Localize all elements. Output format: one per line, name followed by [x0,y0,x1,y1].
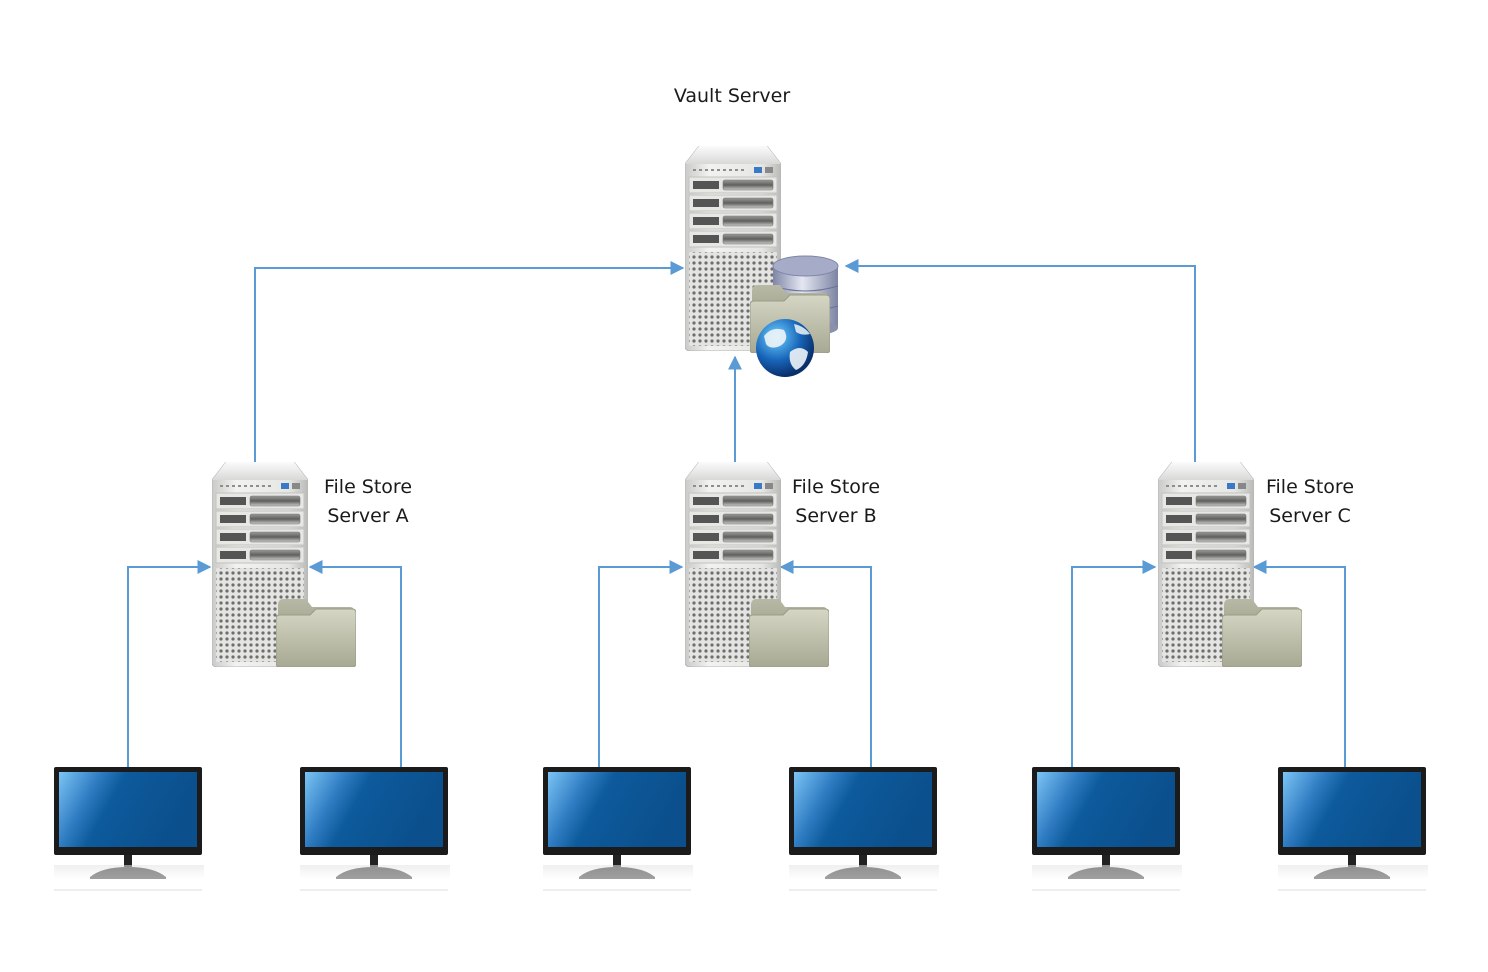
client-monitor-a2[interactable] [298,767,450,891]
file-store-a-label-line1: File Store [323,476,413,498]
vault-server[interactable] [685,146,839,377]
client-monitor-a1[interactable] [52,767,204,891]
file-store-a-label: File Store Server A [308,473,428,531]
connector-client-a2 [308,560,402,768]
file-store-c-label-line1: File Store [1265,476,1355,498]
globe-icon [756,319,814,377]
folder-icon [276,598,356,667]
connectors [127,259,1346,768]
connector-client-b2 [779,560,872,768]
connector-c-to-vault [844,259,1196,463]
connector-client-a1 [127,560,212,768]
folder-icon [1222,598,1302,667]
file-store-b-label-line1: File Store [791,476,881,498]
connector-client-c1 [1071,560,1157,768]
file-store-c-label-line2: Server C [1269,505,1351,527]
connector-a-to-vault [254,261,685,463]
file-store-b-label-line2: Server B [795,505,877,527]
client-monitor-c1[interactable] [1030,767,1182,891]
vault-server-label: Vault Server [652,82,812,111]
client-monitor-b1[interactable] [541,767,693,891]
folder-icon [749,598,829,667]
vault-server-label-text: Vault Server [673,85,791,107]
file-store-c-label: File Store Server C [1250,473,1370,531]
client-monitor-c2[interactable] [1276,767,1428,891]
file-store-a-label-line2: Server A [327,505,409,527]
client-monitor-b2[interactable] [787,767,939,891]
connector-client-b1 [598,560,684,768]
file-store-b-label: File Store Server B [776,473,896,531]
connector-client-c2 [1252,560,1346,768]
